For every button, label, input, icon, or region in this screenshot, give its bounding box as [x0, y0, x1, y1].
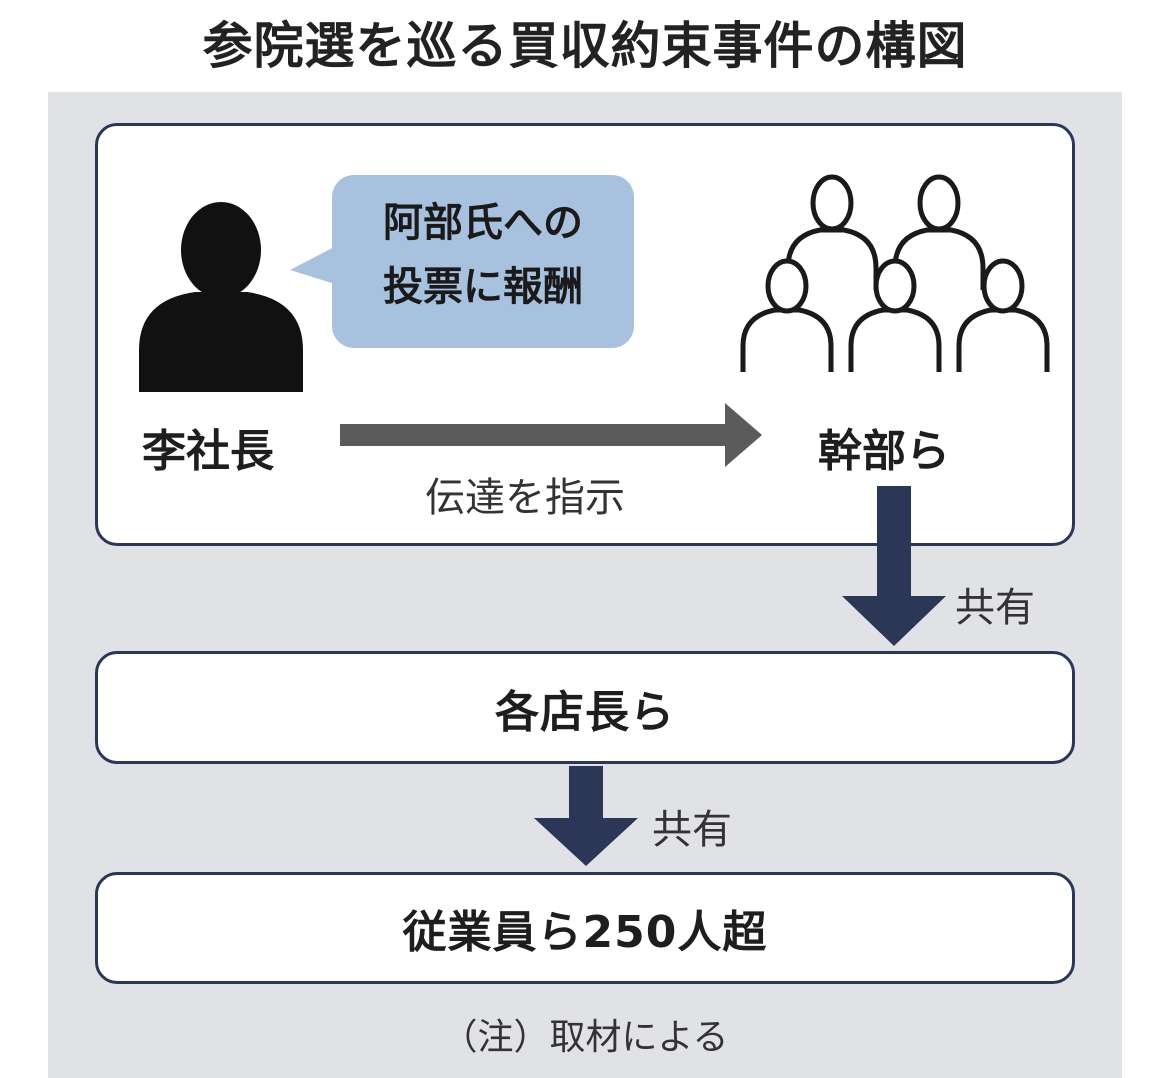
employees-box: 従業員ら250人超: [95, 872, 1075, 984]
source-note: （注）取材による: [441, 1017, 729, 1058]
employees-label: 従業員ら250人超: [402, 907, 768, 958]
speech-bubble: 阿部氏への 投票に報酬: [332, 175, 634, 348]
group-of-people-icon: [740, 174, 1050, 372]
store-managers-label: 各店長ら: [495, 686, 675, 738]
share-arrow-1: [842, 486, 946, 646]
store-managers-box: 各店長ら: [95, 651, 1075, 764]
person-silhouette-icon: [139, 202, 303, 392]
speech-bubble-text: 阿部氏への 投票に報酬: [332, 191, 634, 319]
speech-bubble-line-1: 阿部氏への: [383, 200, 583, 246]
diagram-title: 参院選を巡る買収約束事件の構図: [202, 17, 968, 75]
president-label: 李社長: [142, 426, 274, 477]
instruction-arrow: [340, 403, 762, 467]
speech-bubble-line-2: 投票に報酬: [383, 264, 583, 310]
share-label-1: 共有: [955, 585, 1035, 631]
executives-label: 幹部ら: [818, 426, 950, 477]
speech-bubble-tail: [290, 245, 338, 285]
instruction-label: 伝達を指示: [425, 475, 625, 521]
share-label-2: 共有: [652, 807, 732, 853]
share-arrow-2: [534, 766, 638, 866]
